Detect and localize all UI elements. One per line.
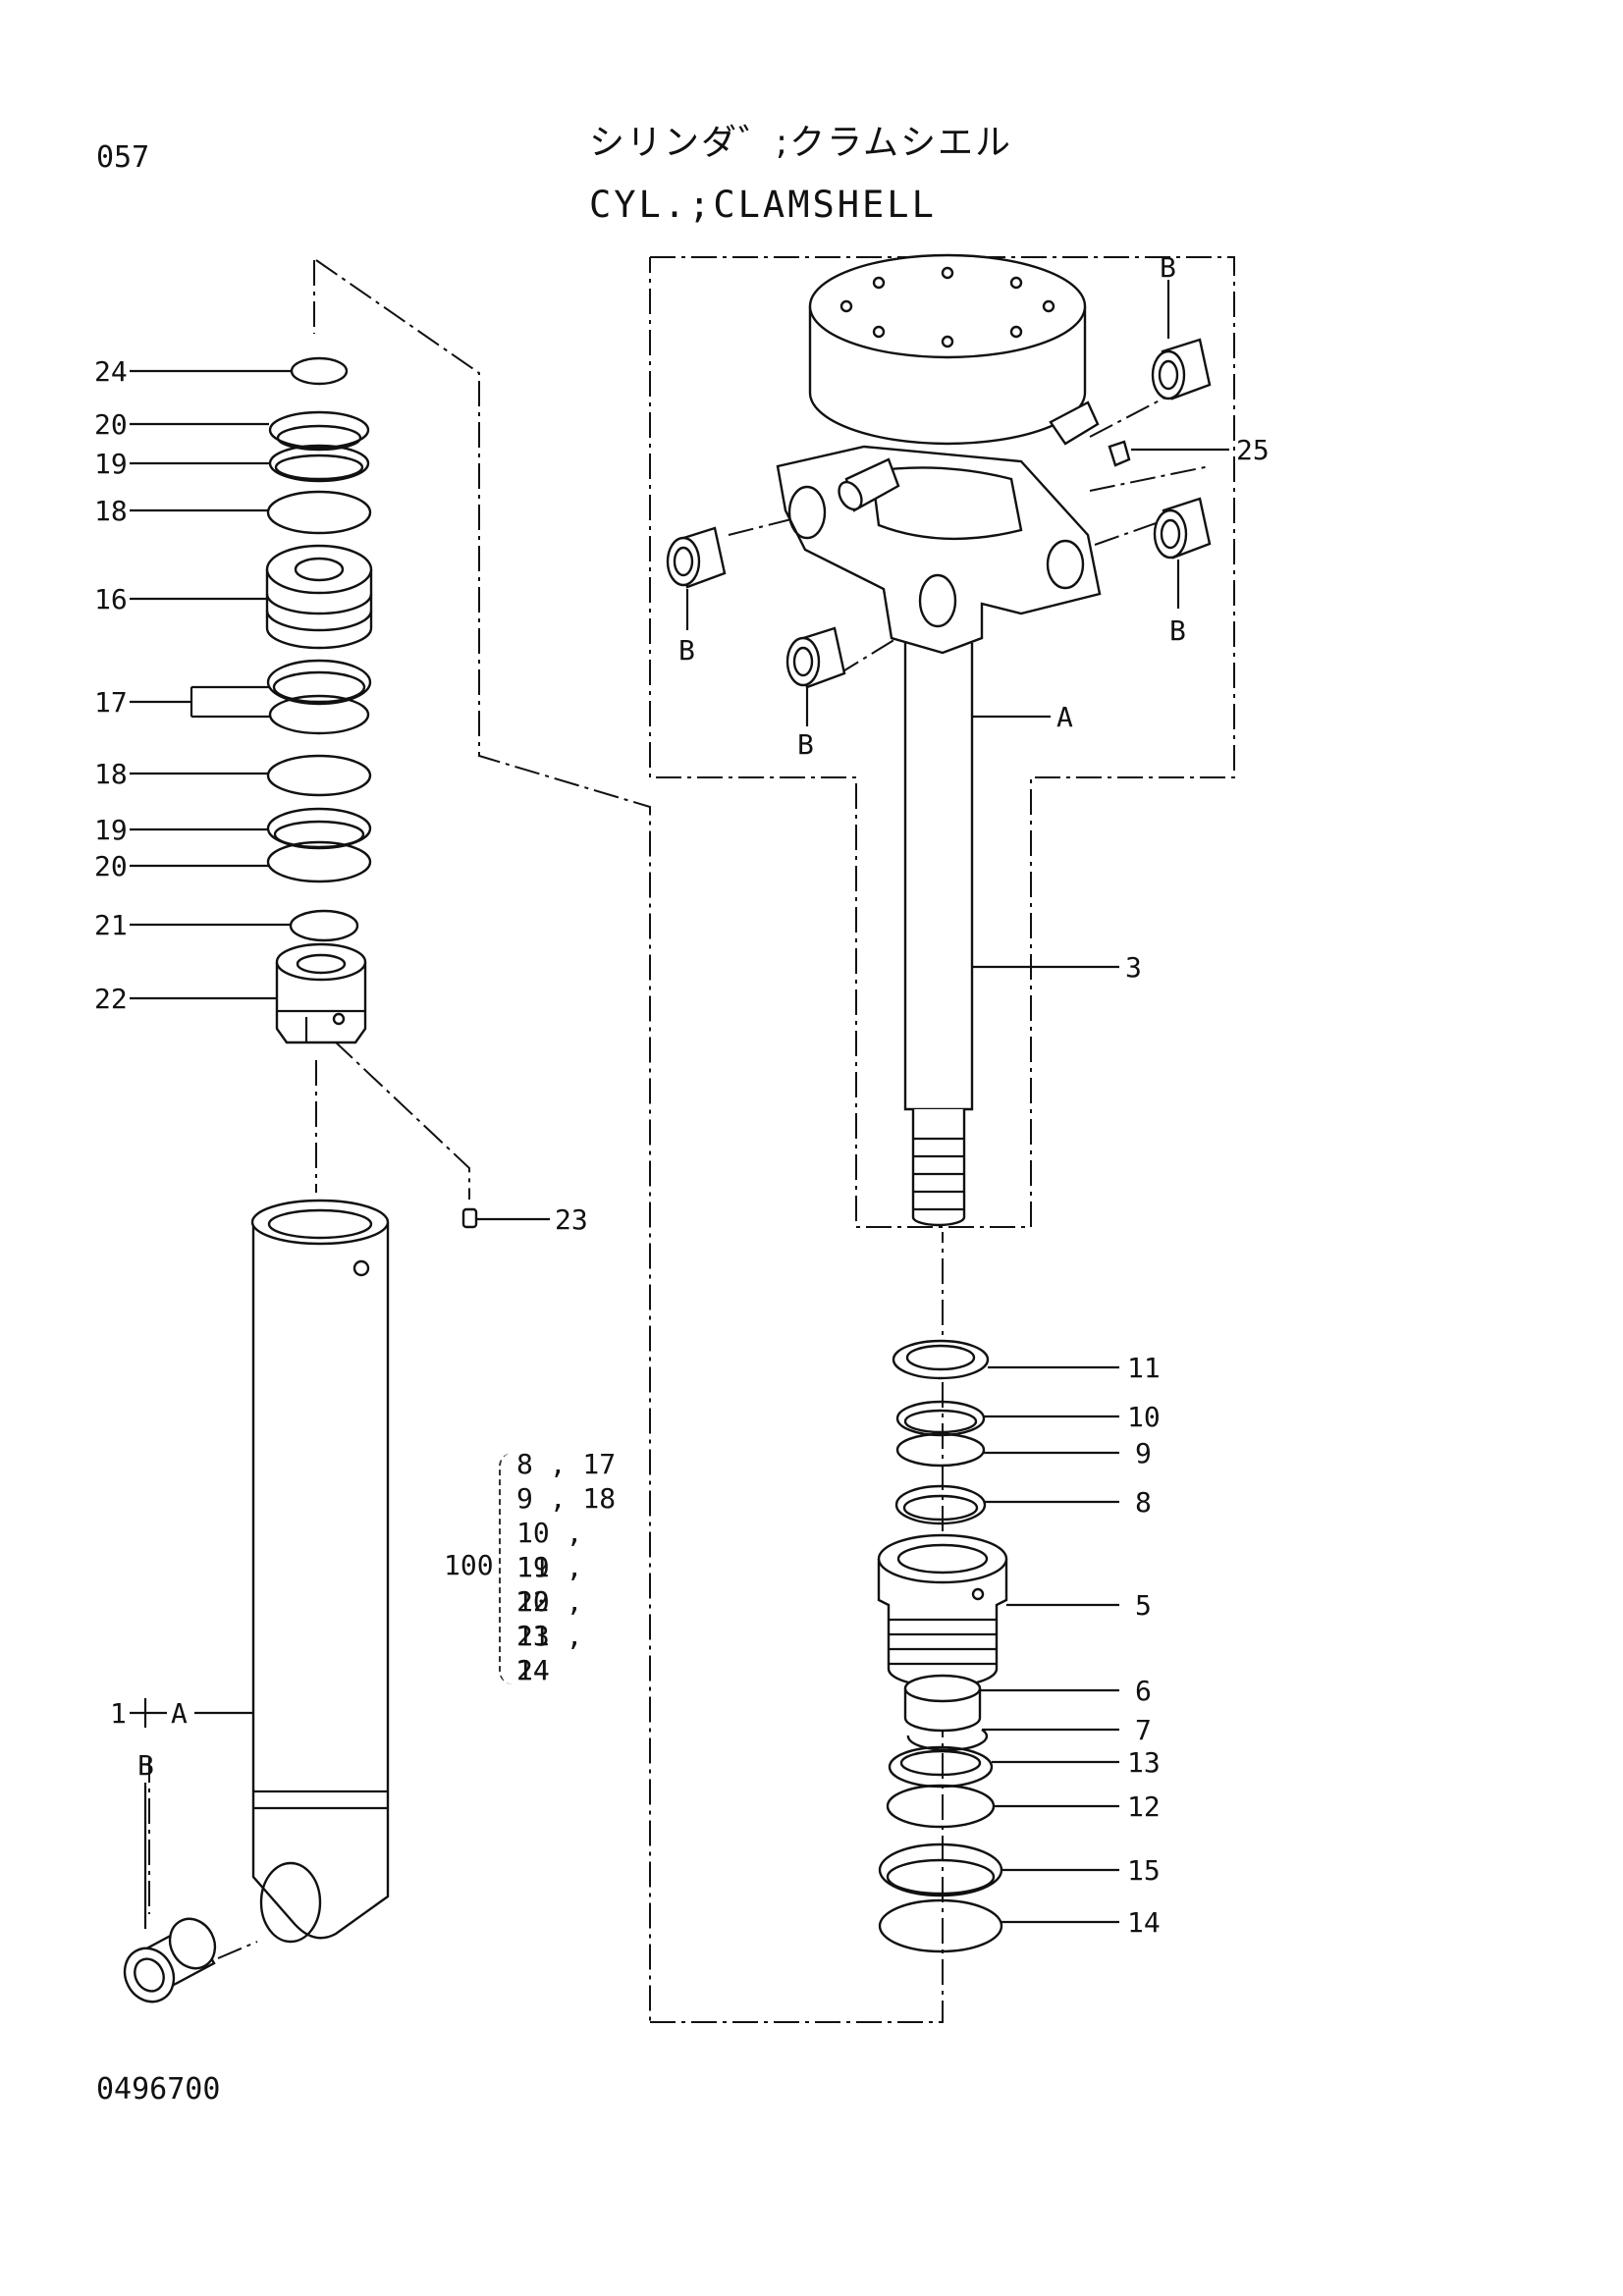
callout-23: 23 [555,1203,588,1236]
seal-kit-item: 9 , 18 [516,1482,617,1515]
seal-kit-brace [499,1453,514,1684]
part-23-set-screw [461,1207,478,1229]
callout-b-bottom: B [797,728,814,761]
callout-16: 16 [94,583,128,615]
part-9-backup-ring [895,1432,986,1468]
part-1-cylinder-tube [250,1199,390,1944]
callout-20: 20 [94,408,128,441]
part-3-piston-rod [776,253,1102,1227]
seal-kit-list: 100 8 , 17 9 , 18 10 , 19 11 , 20 12 , 2… [444,1447,630,1687]
callout-1-a: A [171,1697,188,1730]
part-8-buffer-ring [894,1484,987,1525]
callout-18: 18 [94,495,128,527]
callout-6: 6 [1135,1675,1152,1707]
callout-20-lower: 20 [94,850,128,882]
callout-1: 1 [110,1697,127,1730]
callout-18-lower: 18 [94,758,128,790]
callout-11: 11 [1127,1352,1161,1384]
title-japanese: シリンダ゛;クラムシエル [589,123,1013,163]
callout-19: 19 [94,448,128,480]
part-20-backup-ring [268,410,370,452]
page-number: 057 [96,140,150,175]
callout-b-left: B [678,634,695,667]
callout-1-b: B [137,1749,154,1782]
callout-21: 21 [94,909,128,941]
part-15-backup-ring [878,1842,1003,1897]
callout-24: 24 [94,355,128,388]
seal-kit-item: 10 , 19 [516,1517,583,1583]
part-b-bushings-rod [666,338,1212,689]
part-22-nut [275,942,367,1044]
callout-9: 9 [1135,1437,1152,1469]
seal-kit-item: 12 , 21 [516,1585,583,1652]
part-19-ring [268,444,370,483]
seal-kit-item: 14 [516,1654,550,1686]
part-25-grease-fitting [1108,440,1131,467]
callout-19-lower: 19 [94,814,128,846]
callout-8: 8 [1135,1486,1152,1519]
leader-lines [130,280,1229,1929]
part-7-snap-ring [906,1728,989,1751]
callout-7: 7 [1135,1714,1152,1746]
callouts-left: 24 20 19 18 16 17 18 19 20 21 22 23 1 A … [94,355,588,1782]
seal-kit-code: 100 [444,1549,494,1581]
callout-22: 22 [94,983,128,1015]
callout-b-right: B [1169,614,1186,647]
callout-25: 25 [1236,434,1270,466]
callout-17: 17 [94,686,128,719]
callout-12: 12 [1127,1790,1161,1823]
part-18-ring-lower [266,754,372,797]
part-b-bushing-left [123,1917,217,2003]
callouts-right: B 25 B B B A 3 11 10 9 8 5 6 7 13 12 15 … [678,251,1270,1939]
callout-10: 10 [1127,1401,1161,1433]
callout-13: 13 [1127,1746,1161,1779]
callout-a-rod: A [1056,701,1073,733]
part-6-bushing [903,1674,982,1733]
part-20-backup-ring-lower [266,840,372,883]
part-18-ring [266,490,372,535]
callout-15: 15 [1127,1854,1161,1887]
part-14-o-ring [878,1898,1003,1953]
callout-5: 5 [1135,1589,1152,1622]
title-english: CYL.;CLAMSHELL [589,184,937,226]
seal-kit-item: 13 , 24 [516,1620,583,1686]
part-11-dust-seal [892,1339,990,1380]
part-10-rod-seal [895,1400,986,1437]
seal-kit-item: 8 , 17 [516,1448,617,1480]
part-12-o-ring [886,1784,996,1829]
callout-14: 14 [1127,1906,1161,1939]
drawing-number: 0496700 [96,2072,221,2107]
part-13-backup-ring [888,1745,994,1789]
part-5-rod-cover [877,1533,1008,1688]
part-16-piston [265,544,373,650]
part-17-seal [266,659,372,735]
part-24-o-ring [290,356,349,386]
callout-b-top-right: B [1160,251,1176,284]
assembly-centerlines [148,259,944,2023]
part-21-washer [289,909,359,942]
callout-3: 3 [1125,951,1142,984]
seal-kit-item: 11 , 20 [516,1551,583,1618]
